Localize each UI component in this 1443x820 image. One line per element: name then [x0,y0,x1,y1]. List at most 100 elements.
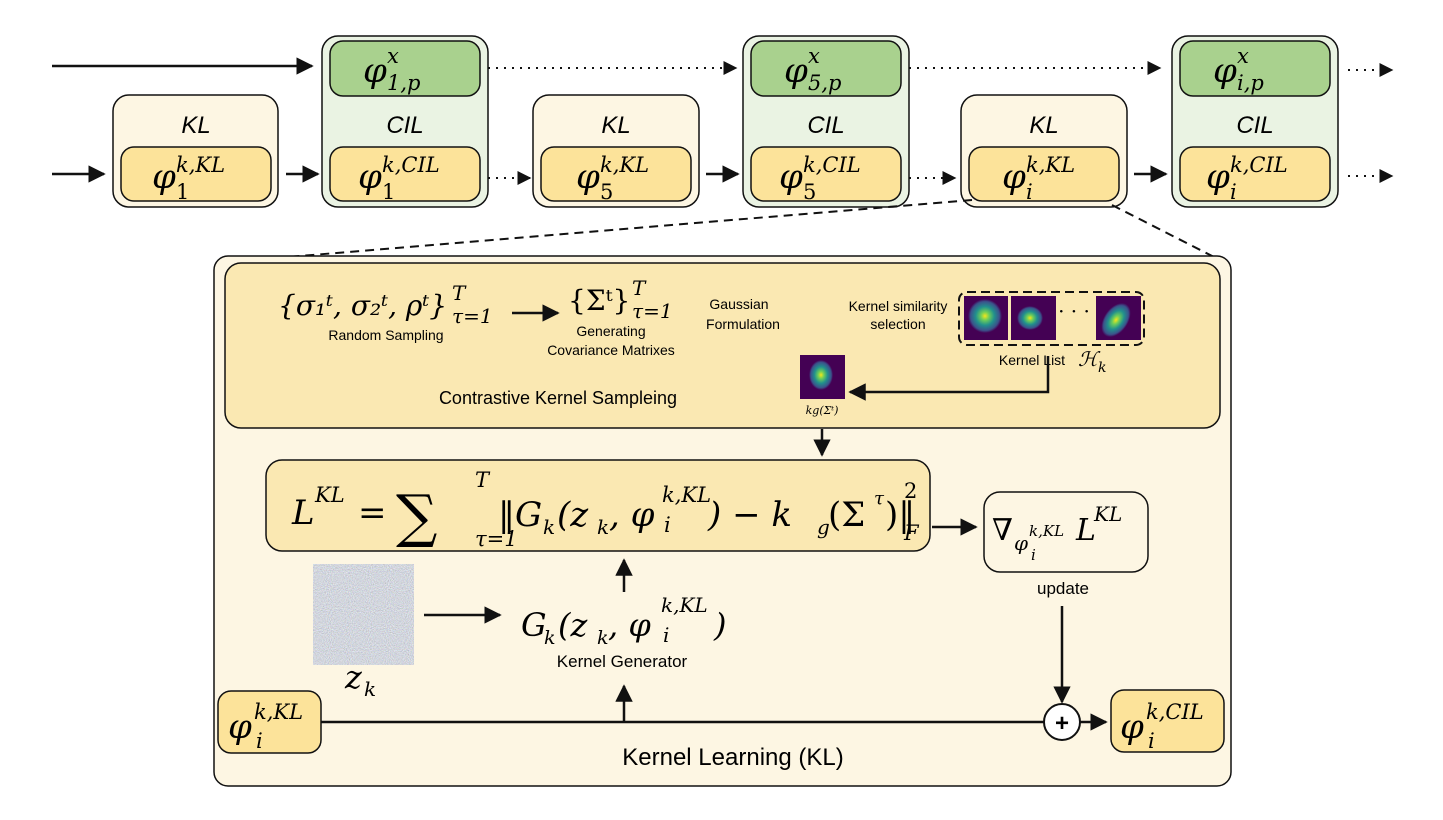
phi-kl-1-sub: 1 [176,180,189,204]
cil-block-5: φ x 5,p CIL φ k,CIL 5 [742,35,910,208]
kernel-list-symbol: ℋ [1078,347,1101,371]
phi-cil-i-sub: i [1230,180,1237,204]
phi-cil-5-symbol: φ [779,157,803,197]
formulation-label: Formulation [706,316,780,332]
gradient-sub-phi: φ [1014,531,1028,555]
kernel-thumb-1 [964,296,1008,340]
loss-norm-body: ‖G [498,495,542,535]
kernel-learning-title: Kernel Learning (KL) [622,744,843,771]
input-phi-sub: i [256,729,263,753]
phi-kl-i-sub: i [1026,180,1033,204]
kernel-list-box [958,291,1145,346]
kernel-list-label: Kernel List [999,352,1065,368]
loss-body4: ) − k [707,495,792,535]
phi-cil-1-symbol: φ [358,157,382,197]
cil-label-i: CIL [1236,112,1273,139]
noise-image [313,564,414,665]
kl-block-5: KL φ k,KL 5 [532,94,700,208]
gradient-sub-sub: i [1031,546,1036,564]
phi-kl-5-sup: k,KL [600,153,649,177]
zoom-line-right [1111,204,1217,259]
gen-z-sub: k [597,627,609,649]
selected-kernel-thumb [800,355,845,399]
sampling-set-sub: τ=1 [452,304,493,328]
phi-cil-1-sup: k,CIL [382,153,440,177]
kernel-list-dots: · · · [1058,299,1090,323]
phi-cil-1-sub: 1 [382,180,395,204]
loss-body2: (z [557,495,589,535]
loss-g-sub: k [543,515,555,539]
sigma-set-sup: T [632,276,647,300]
phi-p5-sup: x [808,44,820,68]
loss-z-sub: k [597,515,609,539]
gen-phi-sup: k,KL [661,593,708,617]
loss-phi-sup: k,KL [662,483,711,507]
phi-p1-sub: 1,p [387,71,420,95]
sampling-set-formula: {σ₁ᵗ, σ₂ᵗ, ρᵗ} [278,289,447,322]
input-phi-sup: k,KL [254,700,303,724]
kl-label-5: KL [601,112,630,139]
zoom-line-left [227,199,973,263]
selection-label: selection [870,316,925,332]
input-phi-symbol: φ [228,707,252,747]
plus-symbol: + [1055,710,1069,737]
gradient-sub-sup: k,KL [1029,522,1064,540]
loss-body3: , φ [609,495,655,535]
loss-sum-sup: T [475,468,491,492]
phi-cil-i-symbol: φ [1206,157,1230,197]
cil-label-5: CIL [807,112,844,139]
gradient-L: L [1075,513,1096,548]
phi-pi-symbol: φ [1213,51,1237,91]
loss-norm-sub: F [903,521,920,545]
gaussian-label: Gaussian [709,296,768,312]
loss-sum: ∑ [396,482,437,550]
phi-kl-i-sup: k,KL [1026,153,1075,177]
kl-label-i: KL [1029,112,1058,139]
update-label: update [1037,579,1089,598]
phi-kl-5-sub: 5 [600,180,613,204]
loss-norm-sup: 2 [904,479,917,503]
loss-L: L [291,493,315,533]
gen-close: ) [713,606,726,644]
phi-kl-i-symbol: φ [1002,157,1026,197]
phi-cil-5-sup: k,CIL [803,153,861,177]
covariance-label: Covariance Matrixes [547,342,675,358]
cil-label-1: CIL [386,112,423,139]
kernel-list-symbol-sub: k [1098,360,1106,376]
loss-phi-sub: i [664,513,671,537]
cil-block-1: φ x 1,p CIL φ k,CIL 1 [321,35,489,208]
sampling-set-sup: T [452,281,467,305]
kernel-thumb-2 [1011,296,1056,340]
kernel-similarity-label: Kernel similarity [849,298,948,314]
cil-block-i: φ x i,p CIL φ k,CIL i [1171,35,1339,208]
gen-comma: , φ [608,606,651,644]
phi-p5-symbol: φ [784,51,808,91]
output-phi-box [1110,689,1225,753]
gradient-box [983,491,1149,573]
kl-block-1: KL φ k,KL 1 [112,94,279,208]
gen-open: (z [558,606,588,644]
phi-kl-1-symbol: φ [152,157,176,197]
loss-body5: (Σ [828,495,865,535]
sigma-set-sub: τ=1 [632,299,673,323]
loss-sum-sub: τ=1 [475,527,518,551]
noise-z-label: z [344,658,363,696]
phi-cil-5-sub: 5 [803,180,816,204]
loss-equals: = [358,493,387,533]
loss-L-sup: KL [314,483,345,507]
phi-kl-5-symbol: φ [576,157,600,197]
phi-pi-sub: i,p [1237,71,1264,95]
phi-p5-sub: 5,p [808,71,841,95]
phi-cil-i-sup: k,CIL [1230,153,1288,177]
loss-sigma-sup: τ [874,488,885,509]
selected-kernel-label: kg(Σᵗ) [806,404,839,417]
generating-label: Generating [576,323,645,339]
gen-G: G [521,606,547,644]
loss-body6: )‖ [885,495,915,535]
gradient-nabla: ∇ [992,513,1013,548]
loss-formula-box [265,459,931,552]
kernel-generator-label: Kernel Generator [557,652,688,671]
phi-pi-sup: x [1237,44,1249,68]
output-phi-sub: i [1148,729,1155,753]
